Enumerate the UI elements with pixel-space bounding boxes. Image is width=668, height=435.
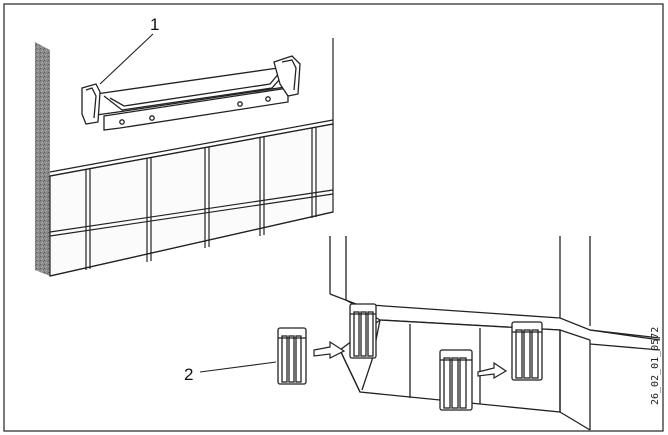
- wall-edge: [35, 42, 50, 276]
- mounted-clip-left: [349, 303, 377, 359]
- wall-mounting-bracket: [81, 55, 301, 131]
- mounted-clip-right: [511, 321, 543, 381]
- insertion-arrow-left: [313, 340, 346, 359]
- insertion-arrow-right: [477, 361, 508, 380]
- callout-2: 2: [184, 365, 193, 384]
- callout-1-leader: [99, 33, 154, 85]
- mounting-clip: [277, 327, 307, 385]
- tiled-wall: [49, 119, 334, 277]
- mounted-clip-center: [439, 349, 473, 411]
- callout-1: 1: [150, 15, 159, 34]
- figure-code: 26_02_01_0572: [650, 327, 661, 405]
- callout-2-leader: [199, 361, 277, 373]
